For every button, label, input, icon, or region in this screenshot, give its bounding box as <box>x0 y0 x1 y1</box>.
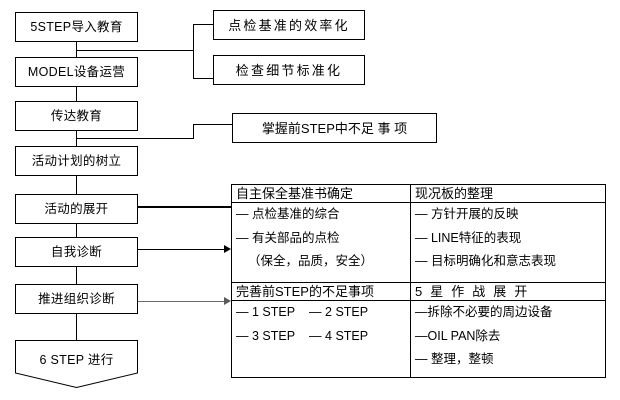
connector-branch-top-h <box>76 50 193 51</box>
matrix-step-row: — 1 STEP — 2 STEP <box>236 306 406 319</box>
connector-orgdiag-to-matrix <box>138 301 224 302</box>
matrix-step-row: — 3 STEP — 4 STEP <box>236 328 406 343</box>
connector-branch-top-v <box>193 24 194 79</box>
side-box-inspection-standard-efficiency[interactable]: 点检基准的效率化 <box>213 10 365 40</box>
flow-box-label: 传达教育 <box>50 108 103 123</box>
matrix-list-item: — 目标明确化和意志表现 <box>415 254 556 268</box>
arrowhead-selfdiag <box>224 245 231 253</box>
matrix-step-item: — 4 STEP <box>309 328 369 343</box>
flow-box-label: MODEL设备运营 <box>27 64 126 79</box>
connector-spine-7 <box>76 314 77 340</box>
flow-box-activity-deployment[interactable]: 活动的展开 <box>15 194 138 224</box>
matrix-list-item: — 整理，整顿 <box>415 352 494 366</box>
flow-box-label: 活动计划的树立 <box>31 153 122 168</box>
flow-box-label: 6 STEP 进行 <box>39 352 114 367</box>
connector-spine-1 <box>76 42 77 57</box>
flow-box-transfer-education[interactable]: 传达教育 <box>15 101 138 131</box>
connector-branch-mid-in <box>193 124 232 125</box>
connector-activity-to-matrix <box>138 206 232 209</box>
matrix-list-item: — 方针开展的反映 <box>415 207 519 221</box>
matrix-step-item: — 3 STEP <box>236 328 296 343</box>
matrix-step-item: — 2 STEP <box>309 305 369 319</box>
matrix-list-item: —拆除不必要的周边设备 <box>415 305 553 319</box>
flow-box-six-step-proceed[interactable]: 6 STEP 进行 <box>15 340 138 388</box>
matrix-list-item: —OIL PAN除去 <box>415 328 501 343</box>
flow-box-label: 活动的展开 <box>44 201 109 216</box>
matrix-list-item: — 点检基准的综合 <box>236 207 340 221</box>
side-box-label: 检查细节标准化 <box>235 62 343 78</box>
connector-selfdiag-to-matrix <box>138 249 224 250</box>
matrix-step-item: — 1 STEP <box>236 305 296 319</box>
flow-box-label: 5STEP导入教育 <box>30 19 123 34</box>
side-box-label: 掌握前STEP中不足 事 项 <box>261 120 408 136</box>
matrix-body-left-2: — 1 STEP — 2 STEP — 3 STEP — 4 STEP <box>232 301 411 377</box>
arrowhead-orgdiag <box>224 297 231 305</box>
matrix-header-text: 现况板的整理 <box>415 186 494 201</box>
flow-box-promote-org-diagnosis[interactable]: 推进组织诊断 <box>15 284 138 314</box>
connector-spine-2 <box>76 87 77 101</box>
pentagon-shape-icon <box>15 340 138 388</box>
flow-box-model-equipment-operation[interactable]: MODEL设备运营 <box>15 57 138 87</box>
matrix-body-right-2: —拆除不必要的周边设备 —OIL PAN除去 — 整理，整顿 <box>411 301 605 377</box>
side-box-grasp-prev-step-shortage[interactable]: 掌握前STEP中不足 事 项 <box>232 113 437 143</box>
matrix-header-right-2: 5 星 作 战 展 开 <box>411 283 605 301</box>
matrix-list-item: — LINE特征的表现 <box>415 230 522 245</box>
connector-branch-mid-v <box>193 124 194 139</box>
matrix-header-text: 完善前STEP的不足事项 <box>236 284 374 299</box>
matrix-list-item: （保全，品质，安全） <box>248 254 374 268</box>
matrix-body-left-1: — 点检基准的综合 — 有关部品的点检 （保全，品质，安全） <box>232 203 411 283</box>
matrix-header-text: 自主保全基准书确定 <box>236 186 354 201</box>
flow-box-self-diagnosis[interactable]: 自我诊断 <box>15 237 138 267</box>
connector-branch-mid-h <box>76 138 193 139</box>
matrix-body-right-1: — 方针开展的反映 — LINE特征的表现 — 目标明确化和意志表现 <box>411 203 605 283</box>
matrix-list-item: — 有关部品的点检 <box>236 230 340 245</box>
matrix-table: 自主保全基准书确定 现况板的整理 — 点检基准的综合 — 有关部品的点检 （保全… <box>231 184 606 378</box>
matrix-header-right-1: 现况板的整理 <box>411 185 605 203</box>
side-box-inspection-detail-standardize[interactable]: 检查细节标准化 <box>213 55 365 85</box>
flow-box-step-intro-education[interactable]: 5STEP导入教育 <box>15 12 138 42</box>
flow-box-label: 推进组织诊断 <box>38 291 115 306</box>
connector-branch-top-up <box>193 24 213 25</box>
matrix-header-left-2: 完善前STEP的不足事项 <box>232 283 411 301</box>
matrix-header-left-1: 自主保全基准书确定 <box>232 185 411 203</box>
side-box-label: 点检基准的效率化 <box>228 17 350 33</box>
connector-spine-6 <box>76 267 77 284</box>
connector-branch-top-down <box>193 78 213 79</box>
matrix-header-text: 5 星 作 战 展 开 <box>415 284 530 299</box>
flow-box-activity-plan-setup[interactable]: 活动计划的树立 <box>15 146 138 176</box>
connector-spine-5 <box>76 224 77 237</box>
flow-box-label: 自我诊断 <box>50 244 103 259</box>
connector-spine-4 <box>76 176 77 194</box>
